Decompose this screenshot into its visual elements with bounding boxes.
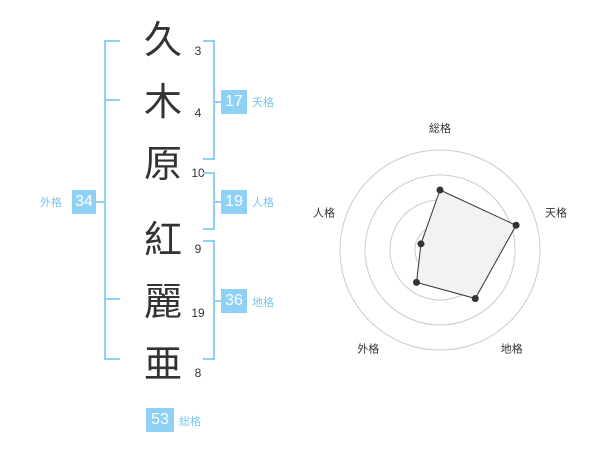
gaikaku-label: 外格 [40, 196, 62, 209]
jinkaku-label: 人格 [252, 196, 274, 209]
radar-ring-4 [339, 149, 541, 351]
tenkaku-badge: 17 [221, 90, 247, 114]
radar-ring-3 [364, 174, 516, 326]
tenkaku-connector [213, 101, 221, 103]
tenkaku-bracket-top [203, 40, 215, 42]
radar-axis-label-5: 人格 [313, 205, 335, 219]
name-char-3: 原 [143, 142, 182, 186]
stroke-count-2: 4 [194, 106, 202, 120]
radar-axis-label-2: 天格 [545, 205, 567, 219]
jinkaku-bracket-top [203, 172, 215, 174]
jinkaku-badge: 19 [221, 190, 247, 214]
gaikaku-bracket-top [104, 40, 120, 42]
stroke-count-6: 8 [194, 366, 202, 380]
radar-point-4 [412, 278, 420, 286]
name-char-5: 麗 [143, 280, 182, 324]
radar-series-area [415, 189, 517, 300]
radar-point-2 [512, 221, 520, 229]
radar-point-3 [471, 295, 479, 303]
tenkaku-label: 天格 [252, 96, 274, 109]
stroke-count-1: 3 [194, 44, 202, 58]
gaikaku-bracket-mid-2 [104, 298, 120, 300]
jinkaku-connector [213, 201, 221, 203]
gaikaku-bracket [104, 40, 106, 360]
stroke-count-4: 9 [194, 242, 202, 256]
tenkaku-bracket [213, 40, 215, 160]
chikaku-bracket-bottom [203, 358, 215, 360]
name-char-4: 紅 [143, 218, 182, 262]
gaikaku-connector [96, 201, 106, 203]
name-char-6: 亜 [143, 342, 182, 386]
name-char-2: 木 [143, 80, 182, 124]
soukaku-badge: 53 [146, 408, 174, 432]
gaikaku-badge: 34 [72, 190, 96, 214]
chikaku-badge: 36 [221, 289, 247, 313]
radar-axis-label-1: 総格 [429, 121, 451, 135]
radar-point-5 [417, 240, 425, 248]
gaikaku-bracket-mid-1 [104, 99, 120, 101]
stroke-count-5: 19 [191, 306, 205, 320]
gaikaku-bracket-bottom [104, 358, 120, 360]
name-char-1: 久 [143, 18, 182, 62]
radar-axis-label-3: 地格 [501, 342, 523, 356]
radar-point-1 [436, 186, 444, 194]
tenkaku-bracket-bottom [203, 158, 215, 160]
radar-axis-label-4: 外格 [357, 342, 379, 356]
chikaku-connector [213, 300, 221, 302]
stroke-count-3: 10 [191, 166, 205, 180]
jinkaku-bracket-bottom [203, 228, 215, 230]
soukaku-label: 総格 [179, 415, 201, 428]
chikaku-bracket-top [203, 240, 215, 242]
chikaku-label: 地格 [252, 296, 274, 309]
radar-points [412, 186, 520, 303]
